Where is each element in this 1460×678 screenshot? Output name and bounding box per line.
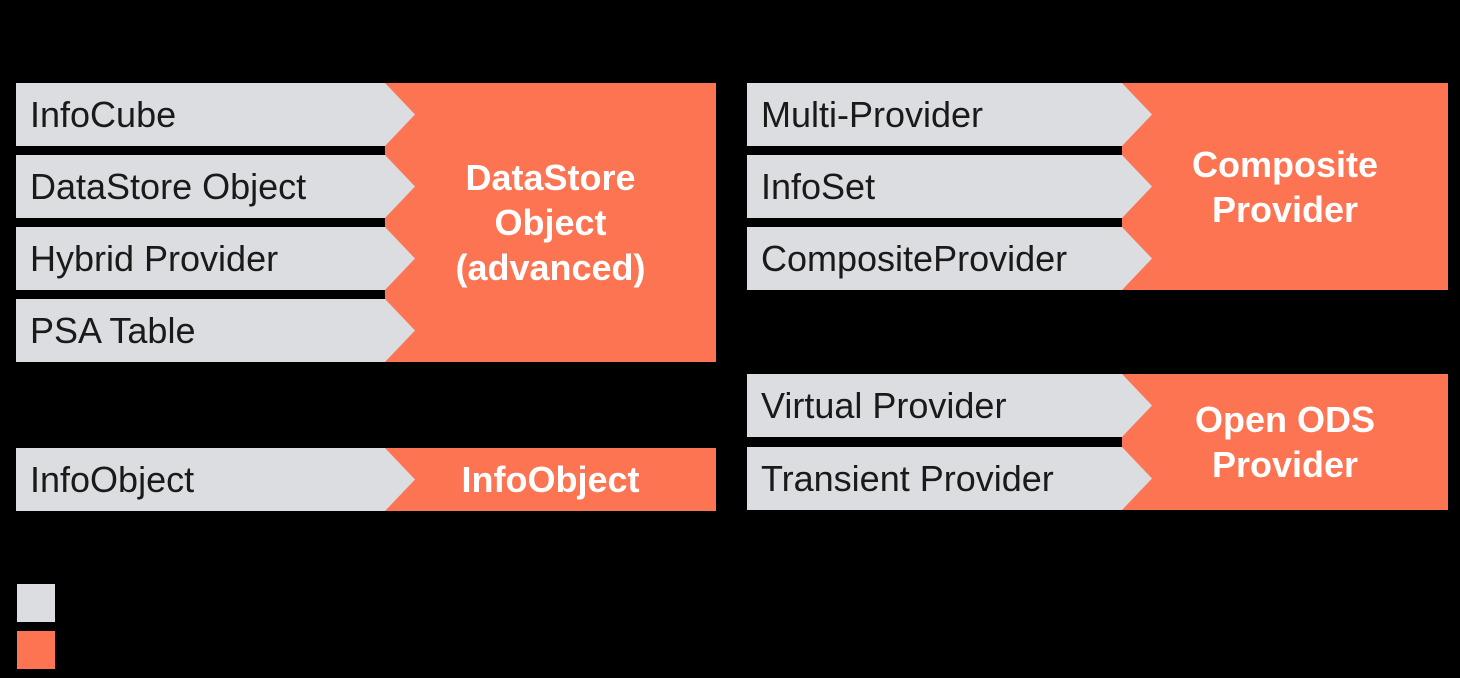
target-box-open-ods-provider: Open ODS Provider — [1122, 374, 1448, 510]
source-label: Transient Provider — [761, 457, 1054, 499]
source-arrow-transient-provider: Transient Provider — [747, 447, 1152, 510]
target-box-infoobject: InfoObject — [385, 448, 716, 511]
source-arrow-hybrid-provider: Hybrid Provider — [16, 227, 415, 290]
source-label: CompositeProvider — [761, 237, 1068, 279]
target-box-composite-provider: Composite Provider — [1122, 83, 1448, 290]
source-label: Virtual Provider — [761, 384, 1007, 426]
source-label: DataStore Object — [30, 165, 307, 207]
source-arrow-infoset: InfoSet — [747, 155, 1152, 218]
legend-swatch-target — [17, 631, 55, 669]
source-label: InfoSet — [761, 165, 876, 207]
source-label: InfoCube — [30, 93, 177, 135]
target-label-line: DataStore — [465, 157, 636, 198]
source-arrow-infoobject: InfoObject — [16, 448, 415, 511]
source-arrow-psa-table: PSA Table — [16, 299, 415, 362]
source-arrow-infocube: InfoCube — [16, 83, 415, 146]
target-label-line: Object — [494, 202, 607, 243]
target-label-line: Provider — [1211, 188, 1359, 230]
source-label: Hybrid Provider — [30, 237, 279, 279]
source-arrow-compositeprovider: CompositeProvider — [747, 227, 1152, 290]
target-label-line: InfoObject — [461, 459, 640, 500]
target-label-line: (advanced) — [455, 247, 646, 288]
source-arrow-multi-provider: Multi-Provider — [747, 83, 1152, 146]
source-label: PSA Table — [30, 309, 196, 351]
target-box-datastore-object-advanced: DataStore Object (advanced) — [385, 83, 716, 362]
source-label: Multi-Provider — [761, 93, 984, 135]
source-arrow-virtual-provider: Virtual Provider — [747, 374, 1152, 437]
target-label-line: Provider — [1211, 444, 1359, 485]
source-arrow-datastore-object: DataStore Object — [16, 155, 415, 218]
target-label-line: Open ODS — [1194, 399, 1376, 440]
source-label: InfoObject — [30, 458, 195, 500]
legend-swatch-source — [17, 584, 55, 622]
target-label-line: Composite — [1191, 143, 1378, 185]
